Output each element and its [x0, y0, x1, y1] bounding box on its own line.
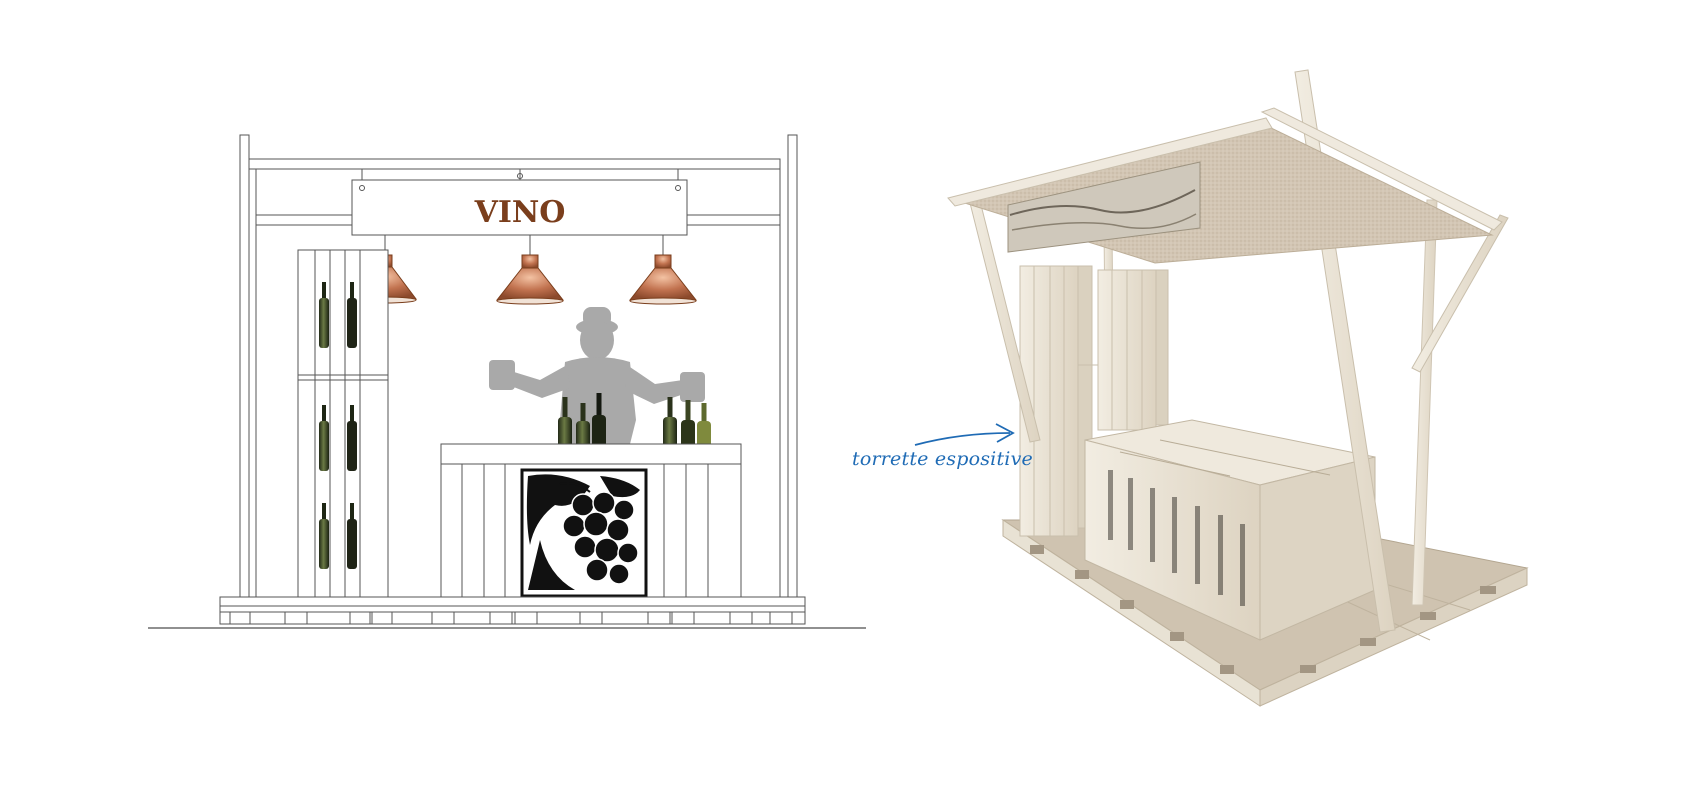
torrette-annotation: torrette espositive — [852, 448, 1033, 470]
pallet-counter — [1084, 419, 1376, 641]
display-tower — [297, 249, 389, 598]
pendant-lamp — [628, 235, 698, 305]
top-beam — [248, 158, 781, 170]
canopy — [947, 107, 1503, 264]
front-elevation-drawing: VINO — [148, 134, 866, 629]
stand-3d-render — [914, 69, 1529, 707]
left-post — [239, 134, 250, 598]
annotation-arrow — [914, 423, 1015, 446]
sign-board — [351, 179, 688, 236]
pendant-lamp — [495, 235, 565, 305]
counter-bottles — [558, 393, 711, 461]
grape-panel — [520, 468, 648, 598]
right-post — [787, 134, 798, 598]
tower-bottles — [319, 282, 357, 569]
base-pallets — [219, 596, 806, 625]
sign-screw — [675, 185, 681, 191]
sign-screw — [517, 173, 523, 179]
display-towers — [1019, 265, 1169, 537]
sign-screw — [359, 185, 365, 191]
vino-sign-text: VINO — [474, 195, 566, 230]
